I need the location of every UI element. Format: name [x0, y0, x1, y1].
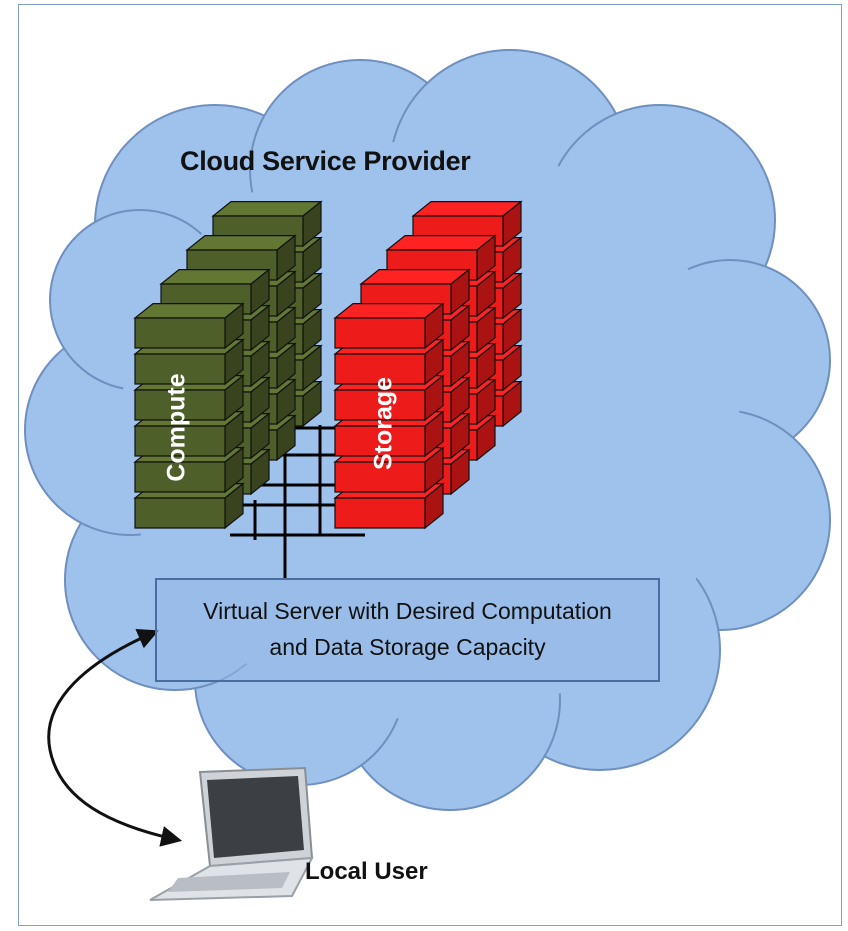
cloud-title: Cloud Service Provider	[180, 146, 471, 176]
compute-block-front	[134, 317, 226, 349]
compute-block-front	[134, 389, 226, 421]
compute-rack	[133, 200, 323, 530]
virtual-server-box: Virtual Server with Desired Computation …	[155, 578, 660, 682]
connection-arrow	[47, 629, 183, 847]
local-user-label: Local User	[305, 858, 428, 885]
storage-rack	[333, 200, 523, 530]
virtual-server-line-2: and Data Storage Capacity	[269, 634, 546, 660]
compute-label: Compute	[162, 373, 191, 482]
storage-block-front	[334, 425, 426, 457]
compute-block-front	[134, 353, 226, 385]
compute-block-front	[134, 461, 226, 493]
compute-block-front	[134, 425, 226, 457]
virtual-server-line-1: Virtual Server with Desired Computation	[203, 598, 612, 625]
storage-block-front	[334, 317, 426, 349]
compute-block-front	[134, 497, 226, 529]
storage-block-front	[334, 389, 426, 421]
storage-label: Storage	[369, 376, 398, 471]
storage-block-front	[334, 353, 426, 385]
laptop-icon	[149, 766, 314, 901]
storage-block-front	[334, 497, 426, 529]
storage-block-front	[334, 461, 426, 493]
